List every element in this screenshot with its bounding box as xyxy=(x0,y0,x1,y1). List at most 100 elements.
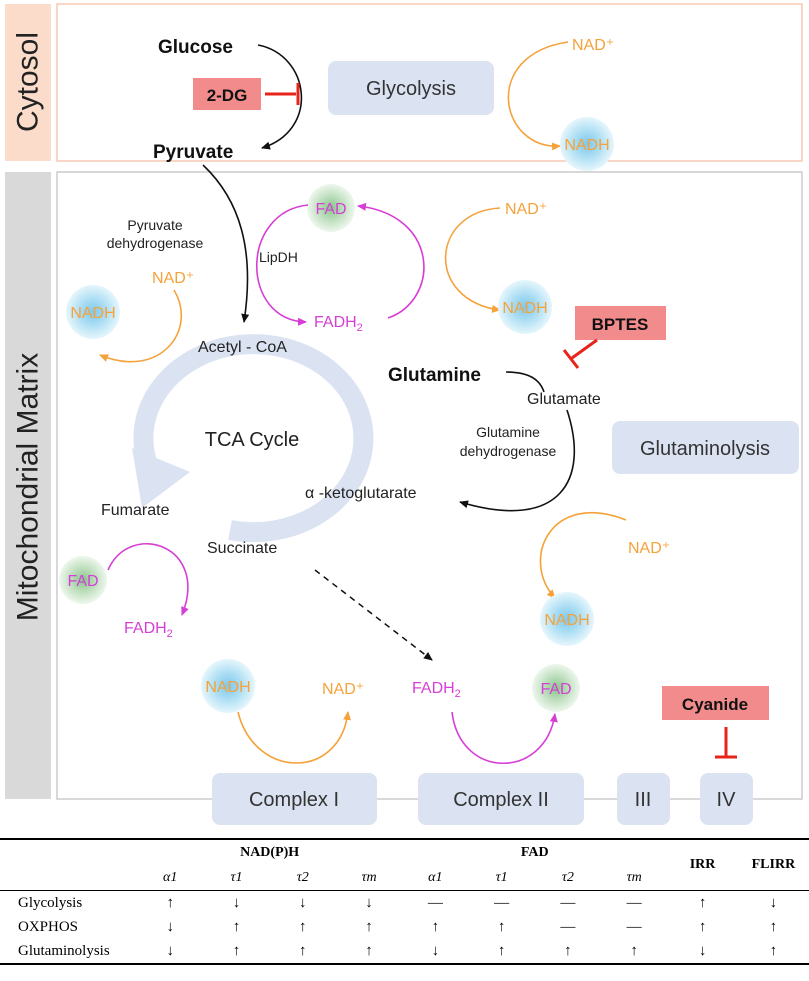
subheader-fad-tm: τm xyxy=(626,870,642,885)
succinate-label: Succinate xyxy=(207,540,277,557)
row-label-glycolysis: Glycolysis xyxy=(18,894,83,911)
fumarate-fadh2-base: FADH xyxy=(124,620,167,637)
glutamate-label: Glutamate xyxy=(527,391,601,408)
gdh-label-line1: Glutamine xyxy=(476,424,540,440)
table-cell: ↑ xyxy=(769,918,778,935)
pdh-label-line1: Pyruvate xyxy=(127,217,182,233)
inhibitor-cyanide-label: Cyanide xyxy=(682,695,748,714)
gdh-nad-label: NAD⁺ xyxy=(628,540,670,557)
table-cell: — xyxy=(560,894,576,911)
complex2-fadh2-label: FADH2 xyxy=(412,680,461,700)
metabolism-diagram: Cytosol Mitochondrial Matrix Glucose 2-D… xyxy=(5,3,803,825)
lipdh-nad-arrow xyxy=(444,207,501,313)
cytosol-nad-arrow xyxy=(507,41,569,151)
glutamine-label: Glutamine xyxy=(388,365,481,386)
irr-header: IRR xyxy=(689,857,716,872)
lipdh-fadh2-reoxidize-arrow xyxy=(357,202,425,319)
lipdh-label: LipDH xyxy=(259,249,298,265)
table-cell: ↓ xyxy=(365,894,373,911)
lipdh-fadh2-base: FADH xyxy=(314,314,357,331)
subheader-nadph-t2: τ2 xyxy=(296,870,309,885)
table-cell: ↑ xyxy=(365,942,373,959)
inhibitor-2dg-label: 2-DG xyxy=(207,86,248,105)
fumarate-fad-label: FAD xyxy=(67,573,98,590)
complex1-nad-label: NAD⁺ xyxy=(322,681,364,698)
complex2-fad-label: FAD xyxy=(540,681,571,698)
table-cell: ↑ xyxy=(232,942,241,959)
lipdh-fad-label: FAD xyxy=(315,201,346,218)
table-cell: — xyxy=(427,894,443,911)
glycolysis-label: Glycolysis xyxy=(366,78,456,100)
inhibitor-cyanide-box xyxy=(662,686,769,720)
lipdh-nadh-glow xyxy=(498,280,552,334)
pdh-label-line2: dehydrogenase xyxy=(107,235,204,251)
table-cell: ↓ xyxy=(769,894,778,911)
complex3-box xyxy=(617,773,670,825)
table-cell: ↑ xyxy=(769,942,778,959)
table-cell: ↑ xyxy=(365,918,373,935)
nadph-group-header: NAD(P)H xyxy=(240,845,300,860)
table-row: Glycolysis ↑ ↓ ↓ ↓ — — — — ↑ ↓ xyxy=(0,891,809,916)
glucose-label: Glucose xyxy=(158,37,233,58)
alpha-kg-label: α -ketoglutarate xyxy=(305,485,417,502)
lipdh-nad-label: NAD⁺ xyxy=(505,201,547,218)
fluorescence-metrics-table: NAD(P)H FAD IRR FLIRR α1 τ1 τ2 τm α1 τ1 … xyxy=(0,838,809,965)
table-cell: ↓ xyxy=(232,894,241,911)
gdh-label-line2: dehydrogenase xyxy=(460,443,557,459)
fumarate-fad-glow xyxy=(59,556,107,604)
inhibitor-2dg-box xyxy=(193,78,261,110)
inhibitor-bptes-label: BPTES xyxy=(592,315,649,334)
subheader-fad-t1: τ1 xyxy=(495,870,508,885)
complex1-box xyxy=(212,773,377,825)
cytosol-nadh-glow xyxy=(560,117,614,171)
table-cell: — xyxy=(494,894,510,911)
subheader-nadph-tm: τm xyxy=(361,870,377,885)
row-label-oxphos: OXPHOS xyxy=(18,918,79,935)
table-row: OXPHOS ↓ ↑ ↑ ↑ ↑ ↑ — — ↑ ↑ xyxy=(0,915,809,939)
subheader-nadph-t1: τ1 xyxy=(230,870,243,885)
acetylcoa-label: Acetyl - CoA xyxy=(198,339,287,356)
table-cell: — xyxy=(626,918,642,935)
fumarate-fadh2-sub: 2 xyxy=(167,628,173,640)
lipdh-nadh-label: NADH xyxy=(502,300,547,317)
table-corner-sub xyxy=(0,866,137,891)
pyruvate-label: Pyruvate xyxy=(153,142,233,163)
table-cell: — xyxy=(626,894,642,911)
table-cell: ↑ xyxy=(298,918,307,935)
succinate-to-fadh2-arrow xyxy=(314,569,433,661)
glycolysis-arrow xyxy=(257,44,303,150)
table-cell: ↑ xyxy=(497,918,506,935)
tca-cycle-ring xyxy=(133,334,374,543)
lipdh-fad-glow xyxy=(307,184,355,232)
matrix-label: Mitochondrial Matrix xyxy=(12,353,45,621)
complex4-label: IV xyxy=(717,789,737,811)
glycolysis-box xyxy=(328,61,494,115)
table-cell: ↑ xyxy=(166,894,174,911)
complex2-box xyxy=(418,773,584,825)
pyruvate-to-acetylcoa-arrow xyxy=(202,164,250,323)
gdh-nadh-label: NADH xyxy=(544,612,589,629)
inhibitor-bptes-line xyxy=(571,338,598,360)
glutaminolysis-box xyxy=(612,421,799,474)
cytosol-label: Cytosol xyxy=(12,32,45,132)
glutaminolysis-label: Glutaminolysis xyxy=(640,438,770,460)
complex2-label: Complex II xyxy=(453,789,549,811)
complex4-box xyxy=(700,773,753,825)
pdh-nad-arrow xyxy=(99,289,183,363)
flirr-header: FLIRR xyxy=(751,857,796,872)
fumarate-fad-arrow xyxy=(107,543,189,616)
inhibitor-bptes-bar xyxy=(562,349,580,369)
complex2-fad-glow xyxy=(532,664,580,712)
table-row: Glutaminolysis ↓ ↑ ↑ ↑ ↓ ↑ ↑ ↑ ↓ ↑ xyxy=(0,939,809,964)
gdh-nadh-glow xyxy=(540,592,594,646)
table-cell: ↑ xyxy=(564,942,572,959)
fumarate-label: Fumarate xyxy=(101,502,170,519)
complex1-nadh-arrow xyxy=(237,711,352,764)
complex2-fadh2-base: FADH xyxy=(412,680,455,697)
table-cell: ↑ xyxy=(298,942,307,959)
table-corner-cell xyxy=(0,839,137,866)
fumarate-fadh2-label: FADH2 xyxy=(124,620,173,640)
table-group-header-row: NAD(P)H FAD IRR FLIRR xyxy=(0,839,809,872)
complex1-nadh-glow xyxy=(201,659,255,713)
complex1-nadh-label: NADH xyxy=(205,679,250,696)
